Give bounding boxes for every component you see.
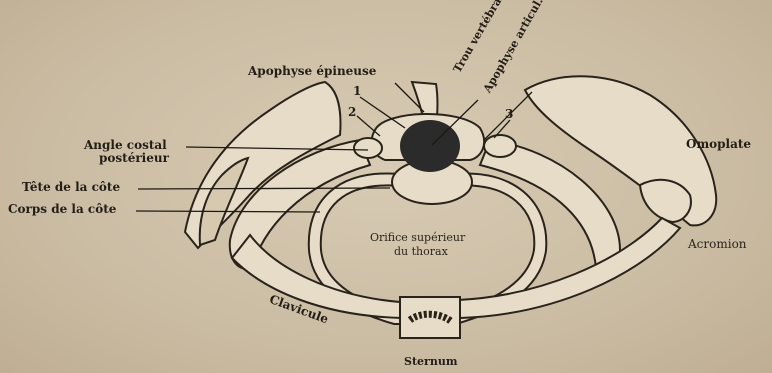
- label-tete-cote: Tête de la côte: [22, 181, 120, 194]
- label-number-3: 3: [505, 108, 513, 121]
- right-outer-rib: [480, 140, 620, 271]
- label-number-1: 1: [353, 85, 361, 98]
- rib-head-left: [354, 138, 382, 158]
- label-orifice-superieur: Orifice supérieur: [370, 231, 465, 244]
- label-angle-costal-line2: postérieur: [99, 152, 169, 165]
- label-apophyse-epineuse: Apophyse épineuse: [248, 65, 376, 78]
- right-clavicle: [458, 218, 680, 318]
- leader-corps-cote: [136, 211, 320, 212]
- label-orifice-superieur-line2: du thorax: [394, 245, 448, 258]
- vertebral-canal: [400, 120, 460, 172]
- label-sternum: Sternum: [404, 355, 457, 368]
- rib-head-right: [484, 135, 516, 157]
- leader-num-2: [357, 116, 380, 136]
- label-omoplate: Omoplate: [686, 138, 751, 151]
- label-acromion: Acromion: [688, 238, 747, 251]
- label-corps-cote: Corps de la côte: [8, 203, 116, 216]
- label-number-2: 2: [348, 106, 356, 119]
